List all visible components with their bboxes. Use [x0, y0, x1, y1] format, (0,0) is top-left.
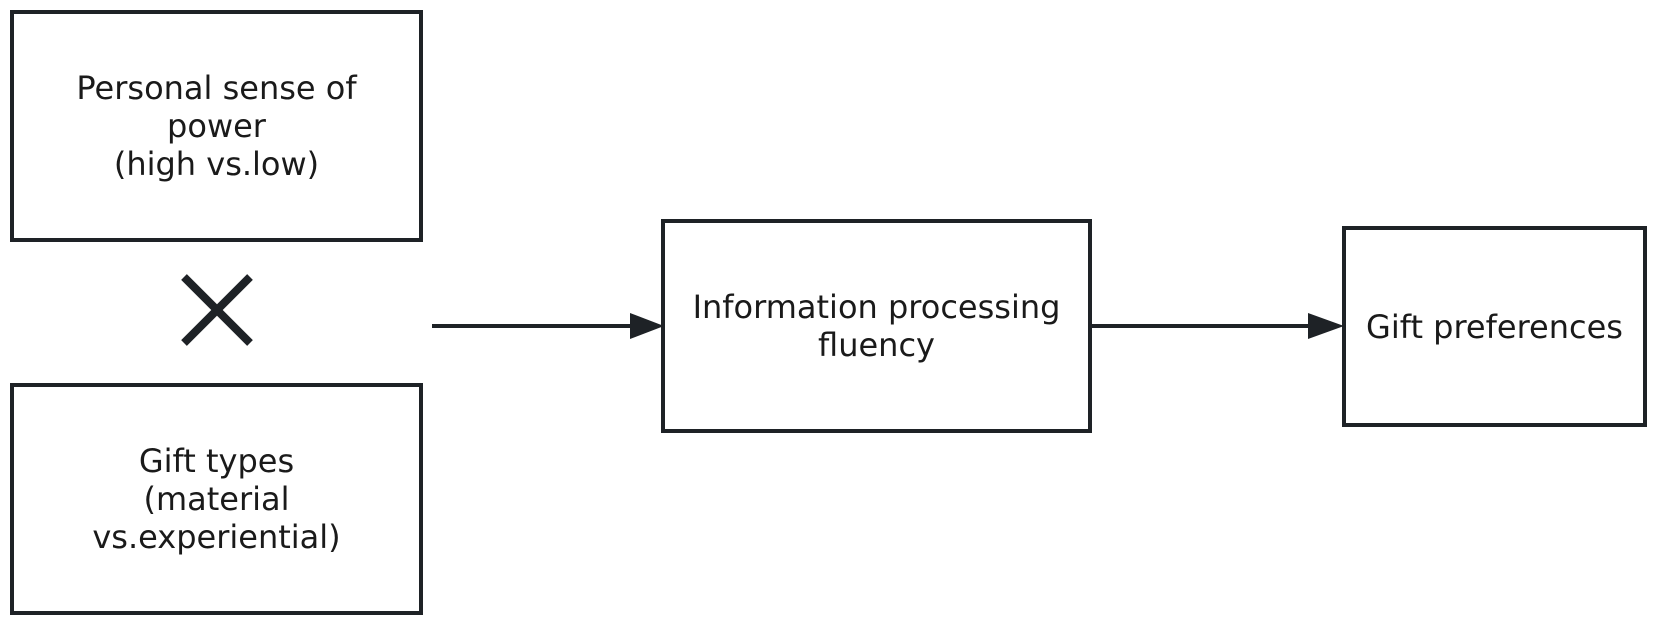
- power-box-line-3: (high vs.low): [113, 145, 320, 183]
- arrow-to-preferences: [1092, 313, 1344, 339]
- preferences-box-line-1: Gift preferences: [1366, 307, 1623, 346]
- gift-preferences-box: Gift preferences: [1342, 226, 1647, 427]
- gift-types-box-line-3: vs.experiential): [92, 518, 341, 556]
- gift-types-box: Gift types (material vs.experiential): [10, 383, 423, 615]
- information-processing-fluency-box: Information processing fluency: [661, 219, 1092, 433]
- power-box-line-2: power: [167, 107, 266, 145]
- fluency-box-line-2: fluency: [818, 326, 935, 364]
- gift-types-box-line-1: Gift types: [138, 442, 295, 480]
- power-box-line-1: Personal sense of: [76, 69, 357, 107]
- arrow-to-fluency: [432, 313, 664, 339]
- interaction-cross-icon: [181, 274, 253, 346]
- gift-types-box-line-2: (material: [143, 480, 290, 518]
- fluency-box-line-1: Information processing: [692, 288, 1061, 326]
- personal-sense-of-power-box: Personal sense of power (high vs.low): [10, 10, 423, 242]
